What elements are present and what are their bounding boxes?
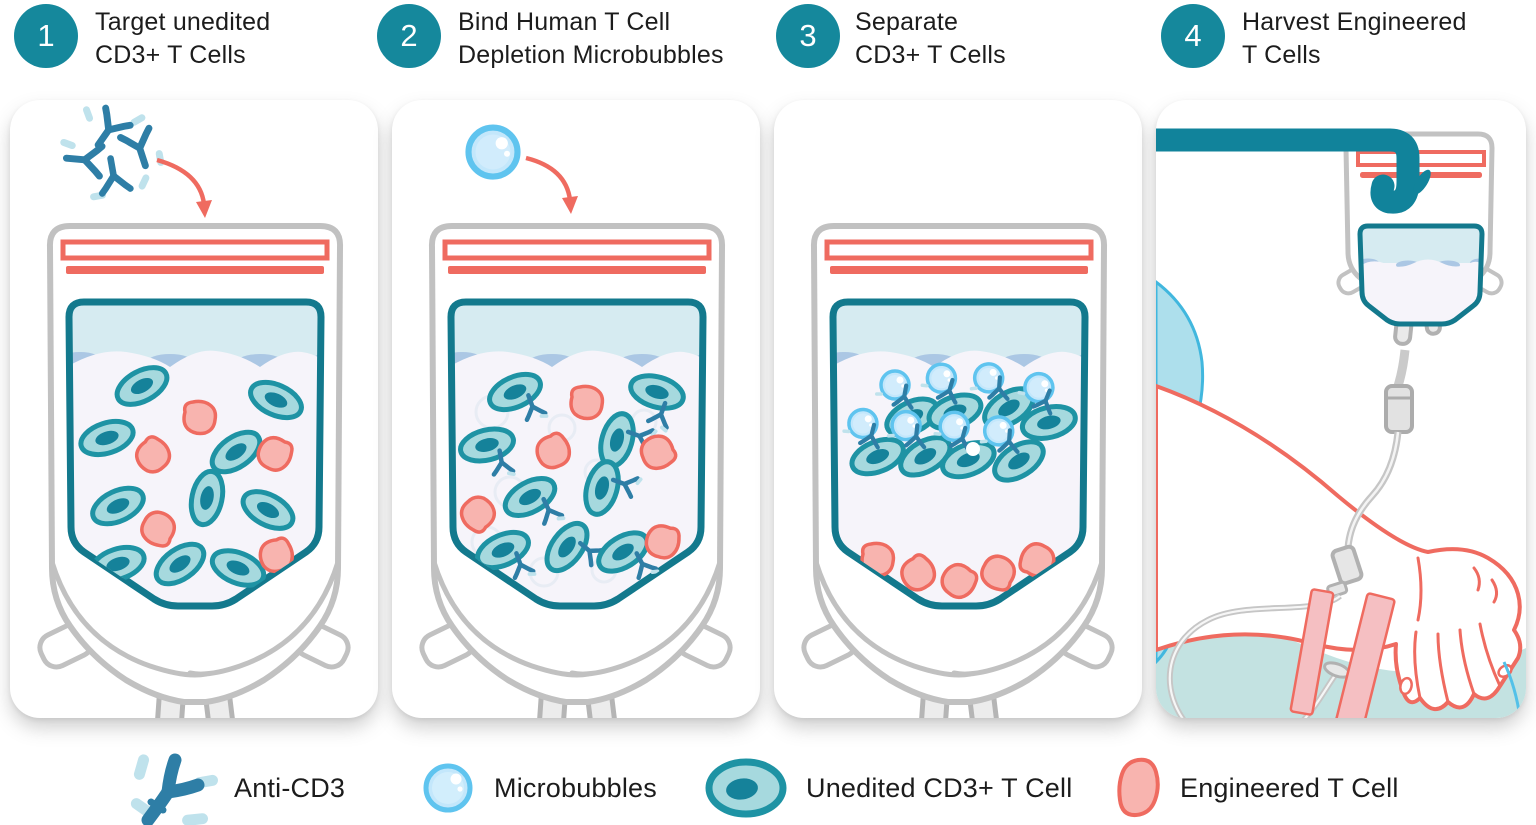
step-3-panel xyxy=(774,100,1142,718)
microbubble-icon xyxy=(423,763,473,813)
legend-label: Engineered T Cell xyxy=(1180,772,1399,803)
step-4-badge: 4 xyxy=(1161,4,1225,68)
step-4-panel xyxy=(1156,100,1526,718)
medical-tape xyxy=(1289,588,1396,718)
anti-cd3-antibody-icon xyxy=(130,753,218,825)
separate-cells-illustration xyxy=(774,100,1142,718)
step-3-header: 3 Separate CD3+ T Cells xyxy=(776,4,1006,72)
step-1-badge: 1 xyxy=(14,4,78,68)
iv-tube xyxy=(1166,349,1414,718)
legend-item-microbubbles: Microbubbles xyxy=(418,748,657,825)
legend-item-anti-cd3: Anti-CD3 xyxy=(126,748,345,825)
falling-arrow-icon xyxy=(525,155,578,214)
legend-label: Microbubbles xyxy=(494,772,657,803)
target-cells-illustration xyxy=(10,100,378,718)
separated-cells xyxy=(839,359,1089,605)
legend-item-unedited-cell: Unedited CD3+ T Cell xyxy=(702,748,1072,825)
step-2-panel xyxy=(392,100,760,718)
step-3-badge: 3 xyxy=(776,4,840,68)
legend-item-engineered-cell: Engineered T Cell xyxy=(1112,748,1399,825)
cell-mixture-with-antibodies xyxy=(452,353,699,588)
microbubble-falling-icon xyxy=(469,128,518,177)
step-2-header: 2 Bind Human T Cell Depletion Microbubbl… xyxy=(377,4,724,72)
step-3-label: Separate CD3+ T Cells xyxy=(855,8,1006,69)
patient-arm-hand xyxy=(1156,384,1523,711)
step-1-label: Target unedited CD3+ T Cells xyxy=(95,8,271,69)
step-4-label: Harvest Engineered T Cells xyxy=(1242,8,1467,69)
engineered-t-cell-icon xyxy=(1117,757,1160,818)
blood-bag-icon xyxy=(35,226,353,718)
iv-bag-icon xyxy=(1336,131,1504,346)
floating-cell-bubble-complexes xyxy=(839,359,1089,490)
blood-bag-icon xyxy=(417,226,735,718)
falling-arrow-icon xyxy=(156,157,212,218)
step-1-header: 1 Target unedited CD3+ T Cells xyxy=(14,4,270,72)
bind-microbubbles-illustration xyxy=(392,100,760,718)
step-2-badge: 2 xyxy=(377,4,441,68)
unedited-cd3-t-cell-icon xyxy=(705,758,787,818)
step-2-label: Bind Human T Cell Depletion Microbubbles xyxy=(458,8,724,69)
iv-pole-hook-icon xyxy=(1156,128,1431,214)
fingernail xyxy=(1399,676,1413,696)
antibody-cluster-icon xyxy=(59,105,165,201)
legend-label: Anti-CD3 xyxy=(234,772,346,803)
step-1-panel xyxy=(10,100,378,718)
legend-label: Unedited CD3+ T Cell xyxy=(806,772,1073,803)
harvest-infusion-illustration xyxy=(1156,128,1526,718)
step-4-header: 4 Harvest Engineered T Cells xyxy=(1161,4,1467,72)
